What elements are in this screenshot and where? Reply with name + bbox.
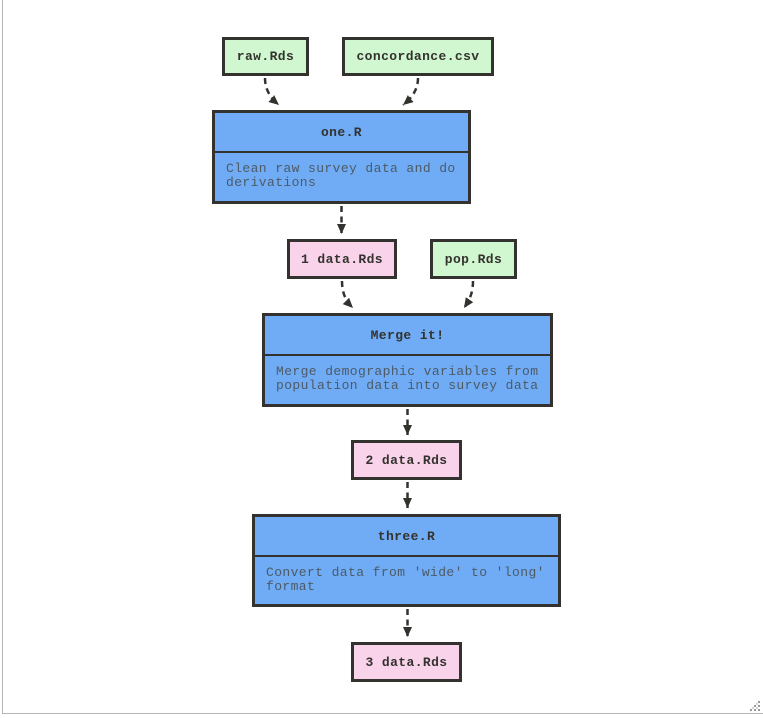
node-data1-rds: 1 data.Rds — [287, 239, 397, 279]
pipeline-diagram: raw.Rds concordance.csv one.R Clean raw … — [3, 0, 763, 713]
node-raw-rds: raw.Rds — [222, 37, 309, 76]
resize-grip-icon — [747, 698, 762, 713]
node-label: pop.Rds — [445, 252, 502, 267]
node-label: concordance.csv — [356, 49, 479, 64]
edge-pop-to-merge — [464, 281, 473, 308]
node-one-r: one.R Clean raw survey data and do deriv… — [212, 110, 471, 204]
node-label: 3 data.Rds — [365, 655, 447, 670]
node-description: Clean raw survey data and do derivations — [215, 153, 468, 201]
node-pop-rds: pop.Rds — [430, 239, 517, 279]
node-title: Merge it! — [265, 316, 550, 356]
node-data3-rds: 3 data.Rds — [351, 642, 462, 682]
resize-grip[interactable] — [747, 698, 762, 713]
edge-data1-to-merge — [342, 281, 353, 308]
node-concordance-csv: concordance.csv — [342, 37, 494, 76]
node-description: Convert data from 'wide' to 'long' forma… — [255, 557, 558, 604]
node-label: 2 data.Rds — [365, 453, 447, 468]
node-title: three.R — [255, 517, 558, 557]
edge-raw-to-one — [265, 78, 279, 105]
edge-concordance-to-one — [403, 78, 418, 105]
node-data2-rds: 2 data.Rds — [351, 440, 462, 480]
node-merge-it: Merge it! Merge demographic variables fr… — [262, 313, 553, 407]
node-description: Merge demographic variables from populat… — [265, 356, 550, 404]
node-three-r: three.R Convert data from 'wide' to 'lon… — [252, 514, 561, 607]
node-label: 1 data.Rds — [301, 252, 383, 267]
node-title: one.R — [215, 113, 468, 153]
node-label: raw.Rds — [237, 49, 294, 64]
